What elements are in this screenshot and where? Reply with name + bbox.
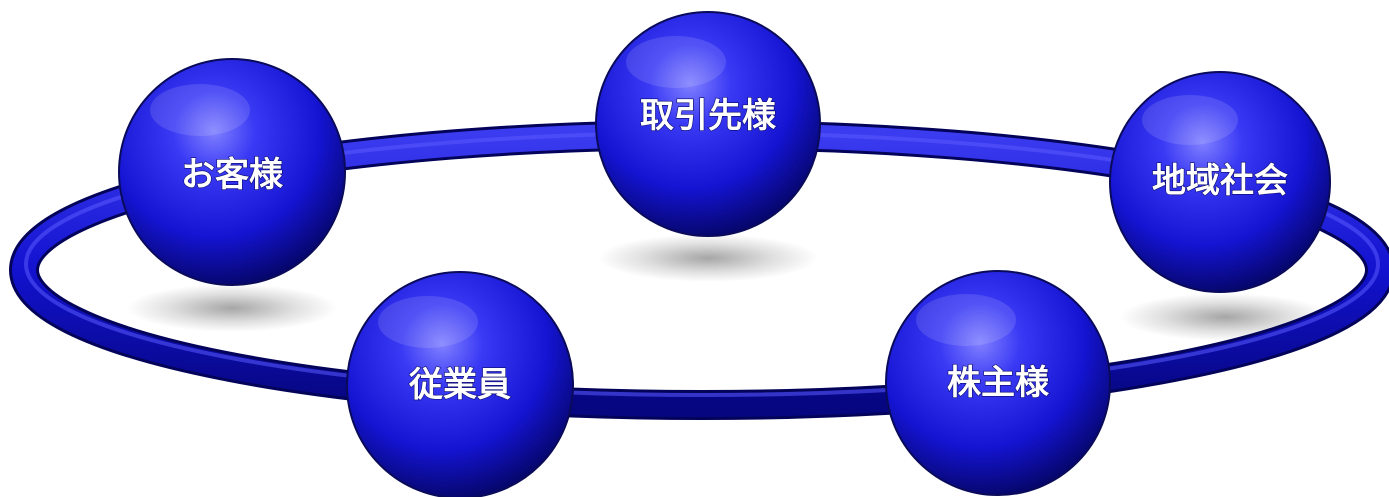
node-label-shareholders: 株主様 [947, 363, 1050, 403]
node-employees: 従業員 [346, 271, 574, 497]
node-customers: お客様 [118, 58, 346, 286]
node-business-partners: 取引先様 [595, 11, 821, 237]
sphere-shadows [127, 234, 1330, 341]
node-local-community: 地域社会 [1109, 71, 1331, 293]
shadow-business-partners [598, 234, 818, 282]
node-label-business-partners: 取引先様 [640, 96, 777, 136]
node-label-employees: 従業員 [408, 365, 511, 405]
node-label-customers: お客様 [181, 155, 284, 195]
shadow-customers [127, 284, 337, 332]
node-label-local-community: 地域社会 [1152, 161, 1288, 201]
node-shareholders: 株主様 [885, 270, 1111, 496]
